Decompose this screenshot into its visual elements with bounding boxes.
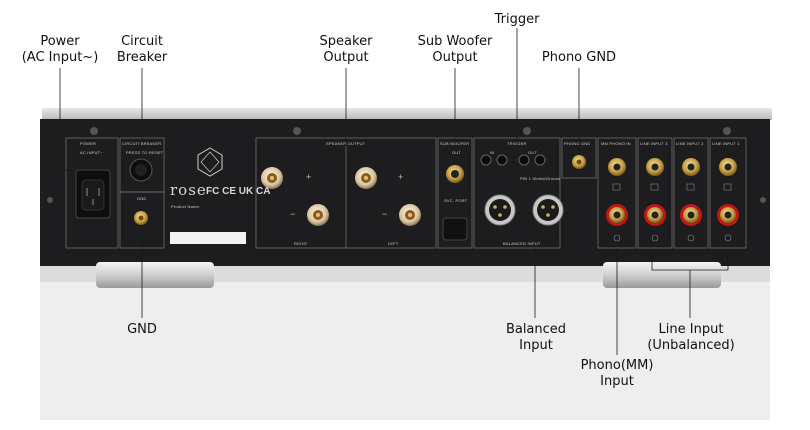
panel-breaker-label: CIRCUIT BREAKER <box>122 141 162 146</box>
callout-speaker-output: Speaker Output <box>319 34 373 65</box>
callout-balanced-input: Balanced Input <box>505 322 567 353</box>
panel-trigger-in-label: IN <box>490 150 495 155</box>
panel-xlr-pin-label: PIN 1 Shield/Ground <box>520 176 561 181</box>
svg-text:+: + <box>306 172 311 182</box>
callout-trigger: Trigger <box>494 12 540 27</box>
svg-text:−: − <box>382 209 387 219</box>
callout-power: Power (AC Input~) <box>21 34 99 65</box>
panel-reset-label: PRESS TO RESET <box>126 150 164 155</box>
panel-right-label: RIGHT <box>294 241 308 246</box>
right-foot <box>603 262 721 288</box>
panel-mm-phono-label: MM PHONO IN <box>601 141 631 146</box>
panel-phono-gnd-label: PHONO GND <box>564 141 591 146</box>
panel-line1-label: LINE INPUT 1 <box>712 141 740 146</box>
callout-circuit-breaker: Circuit Breaker <box>116 34 168 65</box>
panel-power-label: POWER <box>80 141 97 146</box>
panel-balanced-label: BALANCED INPUT <box>503 241 541 246</box>
rear-panel <box>40 119 770 266</box>
certification-marks: FC CE UK CA <box>206 186 271 197</box>
svc-port <box>442 217 468 241</box>
callout-gnd: GND <box>127 322 157 337</box>
panel-line3-label: LINE INPUT 3 <box>640 141 668 146</box>
panel-trigger-label: TRIGGER <box>507 141 527 146</box>
rca-jacks <box>606 158 739 226</box>
callout-line-input: Line Input (Unbalanced) <box>647 322 735 353</box>
brand-logo: rose <box>170 181 207 199</box>
callout-lines <box>59 28 729 355</box>
panel-left-label: LEFT <box>388 241 399 246</box>
svg-text:+: + <box>398 172 403 182</box>
callout-phono-gnd: Phono GND <box>541 50 617 65</box>
speaker-posts <box>261 167 421 226</box>
xlr-inputs <box>484 194 564 226</box>
panel-trigger-out-label: OUT <box>528 150 538 155</box>
panel-gnd-label: GND <box>137 196 147 201</box>
left-foot <box>96 262 214 288</box>
panel-ac-input-label: AC INPUT~ <box>80 150 103 155</box>
panel-product-label: Product Name: <box>171 204 201 209</box>
panel-svc-label: SVC. PORT <box>444 198 468 203</box>
callout-sub-woofer: Sub Woofer Output <box>417 34 493 65</box>
panel-line2-label: LINE INPUT 2 <box>676 141 704 146</box>
callout-phono-mm: Phono(MM) Input <box>580 358 654 389</box>
panel-sub-out-label: OUT <box>452 150 462 155</box>
panel-sub-label: SUB WOOFER <box>440 141 470 146</box>
panel-speaker-label: SPEAKER OUTPUT <box>326 141 366 146</box>
svg-text:−: − <box>290 209 295 219</box>
chassis-top <box>42 108 772 120</box>
